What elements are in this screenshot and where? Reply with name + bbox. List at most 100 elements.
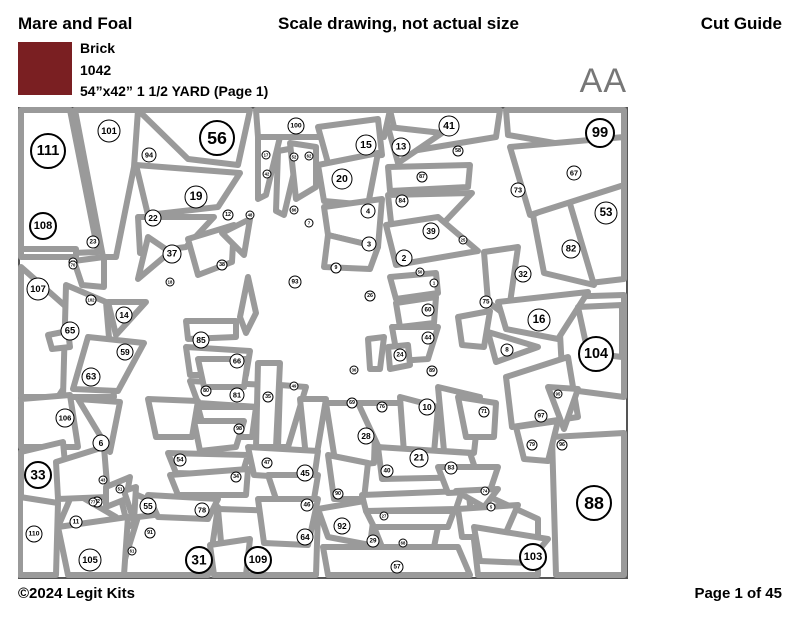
piece-label-75: 75 [479,295,493,309]
piece-number: 17 [264,153,269,158]
piece-number: 34 [233,474,239,480]
piece-number: 62 [307,154,312,159]
piece-label-circle [288,275,302,289]
piece-label-circle [418,398,436,416]
piece-label-68: 68 [398,538,408,548]
piece-number: 41 [443,120,455,132]
piece-outline [75,396,123,455]
piece-number: 102 [87,298,95,303]
piece-label-circle [81,367,101,387]
piece-number: 68 [401,541,406,546]
piece-label-62: 62 [304,151,314,161]
piece-label-circle [556,439,568,451]
piece-number: 79 [529,442,535,448]
piece-label-40: 40 [380,464,394,478]
piece-number: 45 [300,468,310,478]
piece-label-10: 10 [418,398,436,416]
piece-label-88: 88 [576,485,612,521]
piece-label-circle [29,212,57,240]
piece-label-23: 23 [86,235,100,249]
piece-number: 60 [424,307,432,314]
piece-number: 99 [592,125,608,141]
piece-label-26: 26 [364,290,376,302]
piece-number: 98 [236,426,242,432]
piece-label-circle [127,546,137,556]
piece-number: 76 [379,404,385,410]
piece-label-15: 15 [355,134,377,156]
piece-number: 70 [71,263,76,268]
piece-number: 86 [292,208,297,213]
piece-label-circle [139,497,157,515]
piece-number: 110 [29,531,40,538]
piece-number: 14 [119,310,129,320]
piece-number: 7 [308,221,311,226]
piece-number: 105 [82,555,98,565]
piece-label-6: 6 [92,434,110,452]
piece-label-74: 74 [480,486,490,496]
piece-label-circle [92,434,110,452]
piece-label-circle [222,209,234,221]
piece-number: 38 [219,262,225,268]
piece-label-95: 95 [553,389,563,399]
piece-label-109: 109 [244,546,272,574]
piece-number: 93 [291,279,299,286]
piece-number: 3 [367,240,371,249]
piece-label-circle [244,546,272,574]
piece-number: 43 [101,478,106,483]
piece-number: 71 [481,409,487,415]
piece-number: 58 [455,148,461,154]
piece-label-8: 8 [500,343,514,357]
piece-label-circle [409,448,429,468]
piece-number: 92 [337,521,347,531]
piece-label-61: 61 [127,546,137,556]
piece-label-110: 110 [25,525,43,543]
piece-number: 59 [120,347,130,357]
piece-label-81: 81 [229,387,245,403]
piece-number: 87 [419,174,425,180]
piece-label-circle [97,119,121,143]
piece-label-90: 90 [332,488,344,500]
piece-number: 1 [433,281,436,286]
piece-number: 67 [570,169,578,178]
piece-label-28: 28 [357,427,375,445]
piece-number: 111 [37,143,60,159]
piece-outline [145,396,201,440]
piece-label-circle [514,265,532,283]
piece-label-circle [331,168,353,190]
piece-label-66: 66 [229,353,245,369]
piece-label-54: 54 [173,453,187,467]
piece-label-circle [262,391,274,403]
piece-label-77: 77 [88,497,98,507]
piece-number: 20 [336,173,348,185]
piece-label-circle [144,527,156,539]
piece-label-circle [296,464,314,482]
piece-number: 80 [203,388,209,394]
piece-label-60: 60 [421,303,435,317]
piece-number: 32 [518,269,528,279]
piece-label-29: 29 [366,534,380,548]
piece-label-47: 47 [261,457,273,469]
piece-label-59: 59 [116,343,134,361]
piece-number: 82 [566,244,577,255]
piece-label-circle [261,150,271,160]
piece-outline [455,308,493,350]
piece-label-circle [144,209,162,227]
piece-label-41: 41 [438,115,460,137]
piece-label-51: 51 [115,484,125,494]
piece-label-circle [519,543,547,571]
piece-number: 51 [118,487,123,492]
piece-label-circle [421,331,435,345]
piece-label-circle [86,235,100,249]
piece-label-circle [304,151,314,161]
piece-number: 50 [418,270,423,275]
piece-number: 8 [505,347,509,354]
piece-number: 11 [73,519,80,526]
piece-label-circle [486,502,496,512]
piece-label-circle [415,267,425,277]
piece-number: 56 [207,128,227,148]
piece-outline [72,107,141,260]
piece-outline [455,394,499,440]
piece-number: 10 [422,402,432,412]
piece-label-circle [553,389,563,399]
piece-label-99: 99 [585,118,615,148]
